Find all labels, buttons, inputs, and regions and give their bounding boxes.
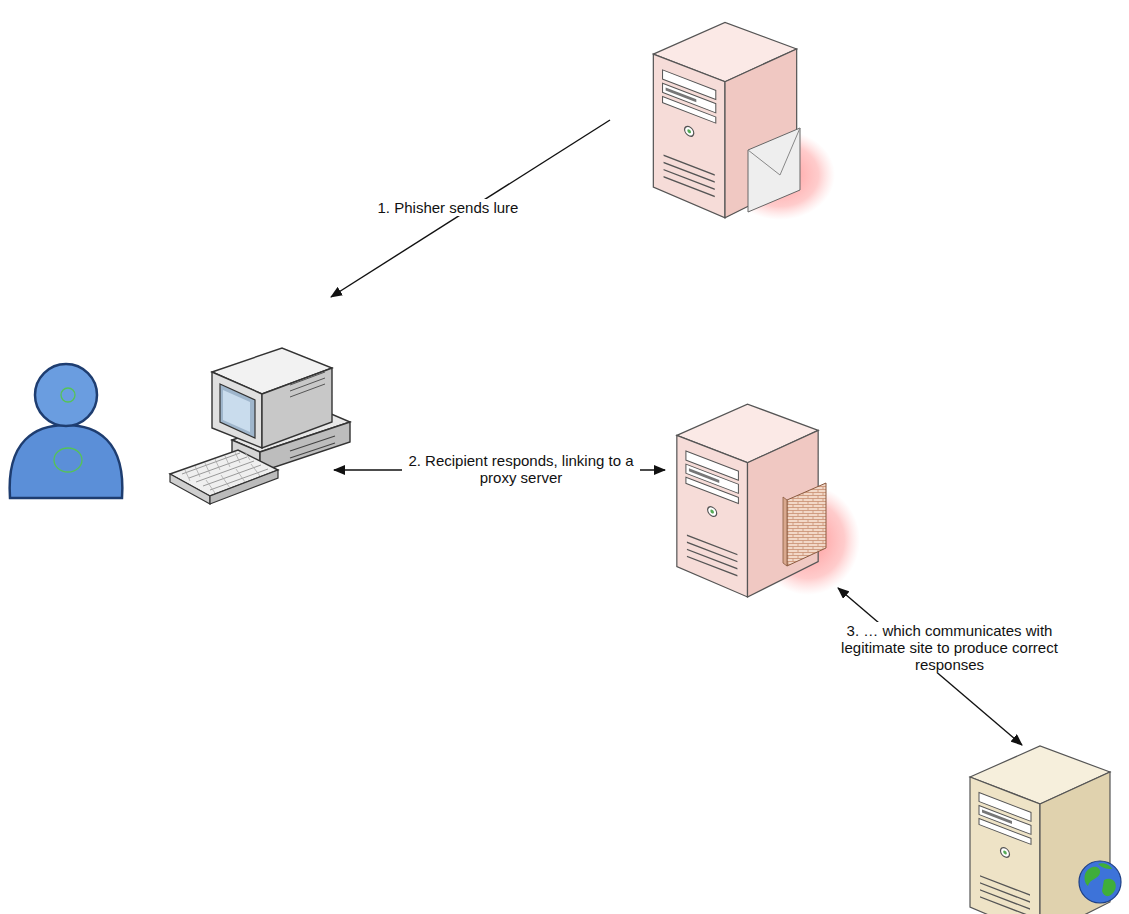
user-figure: [10, 364, 123, 498]
step-label: 2. Recipient responds, linking to a prox…: [402, 452, 640, 486]
envelope-icon: [748, 128, 800, 212]
globe-icon: [1079, 861, 1121, 903]
legitimate-server: [970, 746, 1121, 914]
computer: [170, 348, 350, 504]
lure-arrow: [331, 120, 610, 297]
proxy-server: [677, 404, 860, 597]
keyboard: [170, 450, 278, 504]
firewall-panel: [783, 483, 826, 566]
step-label: 1. Phisher sends lure: [360, 199, 536, 216]
step-label: 3. … which communicates with legitimate …: [838, 622, 1061, 673]
monitor: [212, 348, 332, 448]
phisher-server: [653, 22, 835, 220]
